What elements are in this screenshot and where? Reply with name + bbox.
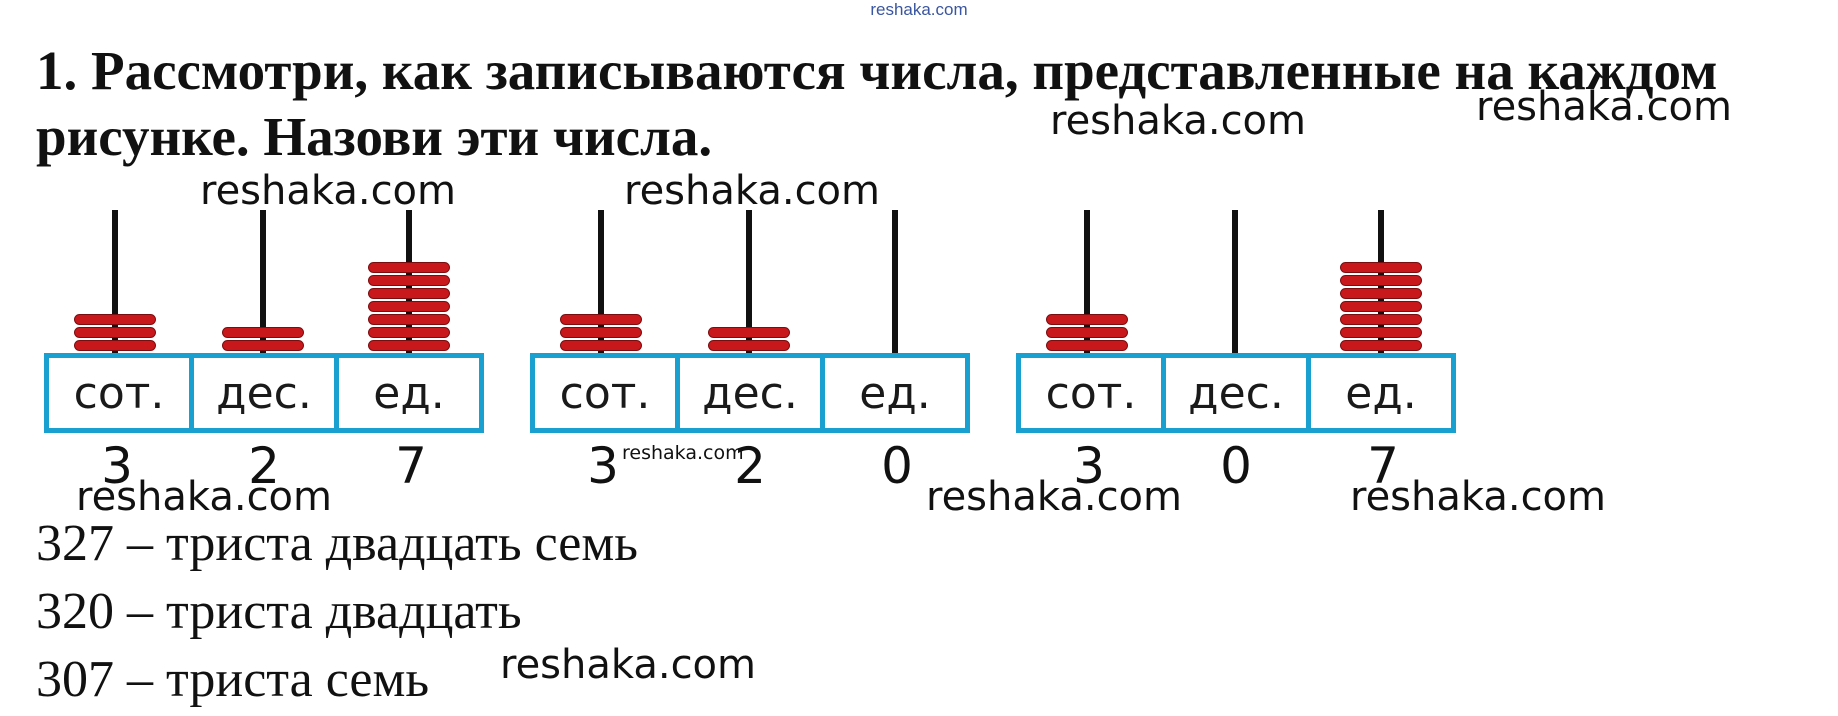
label-units: ед. [1306, 358, 1451, 428]
bead [560, 340, 642, 351]
bead [1340, 262, 1422, 273]
bead [368, 340, 450, 351]
digit-hundreds: 3 [1073, 437, 1105, 495]
label-tens: дес. [189, 358, 334, 428]
digit-units: 0 [881, 437, 913, 495]
rod-units [892, 210, 898, 355]
bead [74, 340, 156, 351]
watermark: reshaka.com [624, 168, 880, 214]
bead [74, 327, 156, 338]
bead-stack-hundreds [560, 314, 642, 353]
digit-hundreds: 3 [587, 437, 619, 495]
bead [74, 314, 156, 325]
bead [1340, 340, 1422, 351]
place-value-board: сот. дес. ед. [1016, 353, 1456, 433]
bead-stack-tens [708, 327, 790, 353]
abacus-1: сот. дес. ед. 3 2 7 [44, 205, 484, 495]
digit-units: 7 [1367, 437, 1399, 495]
bead [1046, 340, 1128, 351]
digit-tens: 2 [248, 437, 280, 495]
watermark: reshaka.com [1476, 84, 1732, 130]
label-hundreds: сот. [559, 367, 651, 419]
digit-units: 7 [395, 437, 427, 495]
answer-line: 327 – триста двадцать семь [36, 515, 638, 572]
label-tens: дес. [675, 358, 820, 428]
answer-list: 327 – триста двадцать семь 320 – триста … [36, 510, 638, 714]
bead [1340, 327, 1422, 338]
bead [368, 327, 450, 338]
watermark: reshaka.com [1050, 98, 1306, 144]
bead-stack-tens [222, 327, 304, 353]
watermark: reshaka.com [76, 474, 332, 520]
bead [1046, 314, 1128, 325]
bead [1340, 288, 1422, 299]
place-value-board: сот. дес. ед. [530, 353, 970, 433]
rod-tens [746, 210, 752, 355]
bead [1340, 301, 1422, 312]
digit-tens: 0 [1220, 437, 1252, 495]
bead-stack-units [368, 262, 450, 353]
rod-hundreds [1084, 210, 1090, 355]
bead [1046, 327, 1128, 338]
abacus-3: сот. дес. ед. 3 0 7 [1016, 205, 1456, 495]
watermark: reshaka.com [200, 168, 456, 214]
bead [1340, 275, 1422, 286]
rod-tens [260, 210, 266, 355]
bead [708, 327, 790, 338]
task-heading: 1. Рассмотри, как записываются числа, пр… [36, 38, 1836, 170]
bead [222, 340, 304, 351]
watermark: reshaka.com [1350, 474, 1606, 520]
bead [368, 301, 450, 312]
watermark: reshaka.com [500, 642, 756, 688]
bead [368, 275, 450, 286]
bead [560, 314, 642, 325]
bead [368, 314, 450, 325]
bead-stack-units [1340, 262, 1422, 353]
digit-tens: 2 [734, 437, 766, 495]
rod-tens [1232, 210, 1238, 355]
place-value-board: сот. дес. ед. [44, 353, 484, 433]
task-line-1: 1. Рассмотри, как записываются числа, пр… [36, 40, 1718, 101]
label-units: ед. [820, 358, 965, 428]
bead-stack-hundreds [74, 314, 156, 353]
bead [368, 288, 450, 299]
answer-line: 320 – триста двадцать [36, 583, 522, 640]
label-tens: дес. [1161, 358, 1306, 428]
digit-hundreds: 3 [101, 437, 133, 495]
bead [222, 327, 304, 338]
watermark: reshaka.com [926, 474, 1182, 520]
bead [368, 262, 450, 273]
rod-hundreds [112, 210, 118, 355]
watermark-small: reshaka.com [622, 442, 744, 464]
header-watermark: reshaka.com [870, 0, 968, 19]
bead [560, 327, 642, 338]
label-hundreds: сот. [73, 367, 165, 419]
label-units: ед. [334, 358, 479, 428]
rod-hundreds [598, 210, 604, 355]
abacus-2: сот. дес. ед. 3 2 0 [530, 205, 970, 495]
answer-line: 307 – триста семь [36, 651, 430, 708]
bead [1340, 314, 1422, 325]
bead-stack-hundreds [1046, 314, 1128, 353]
bead [708, 340, 790, 351]
task-line-2: рисунке. Назови эти числа. [36, 106, 713, 167]
label-hundreds: сот. [1045, 367, 1137, 419]
